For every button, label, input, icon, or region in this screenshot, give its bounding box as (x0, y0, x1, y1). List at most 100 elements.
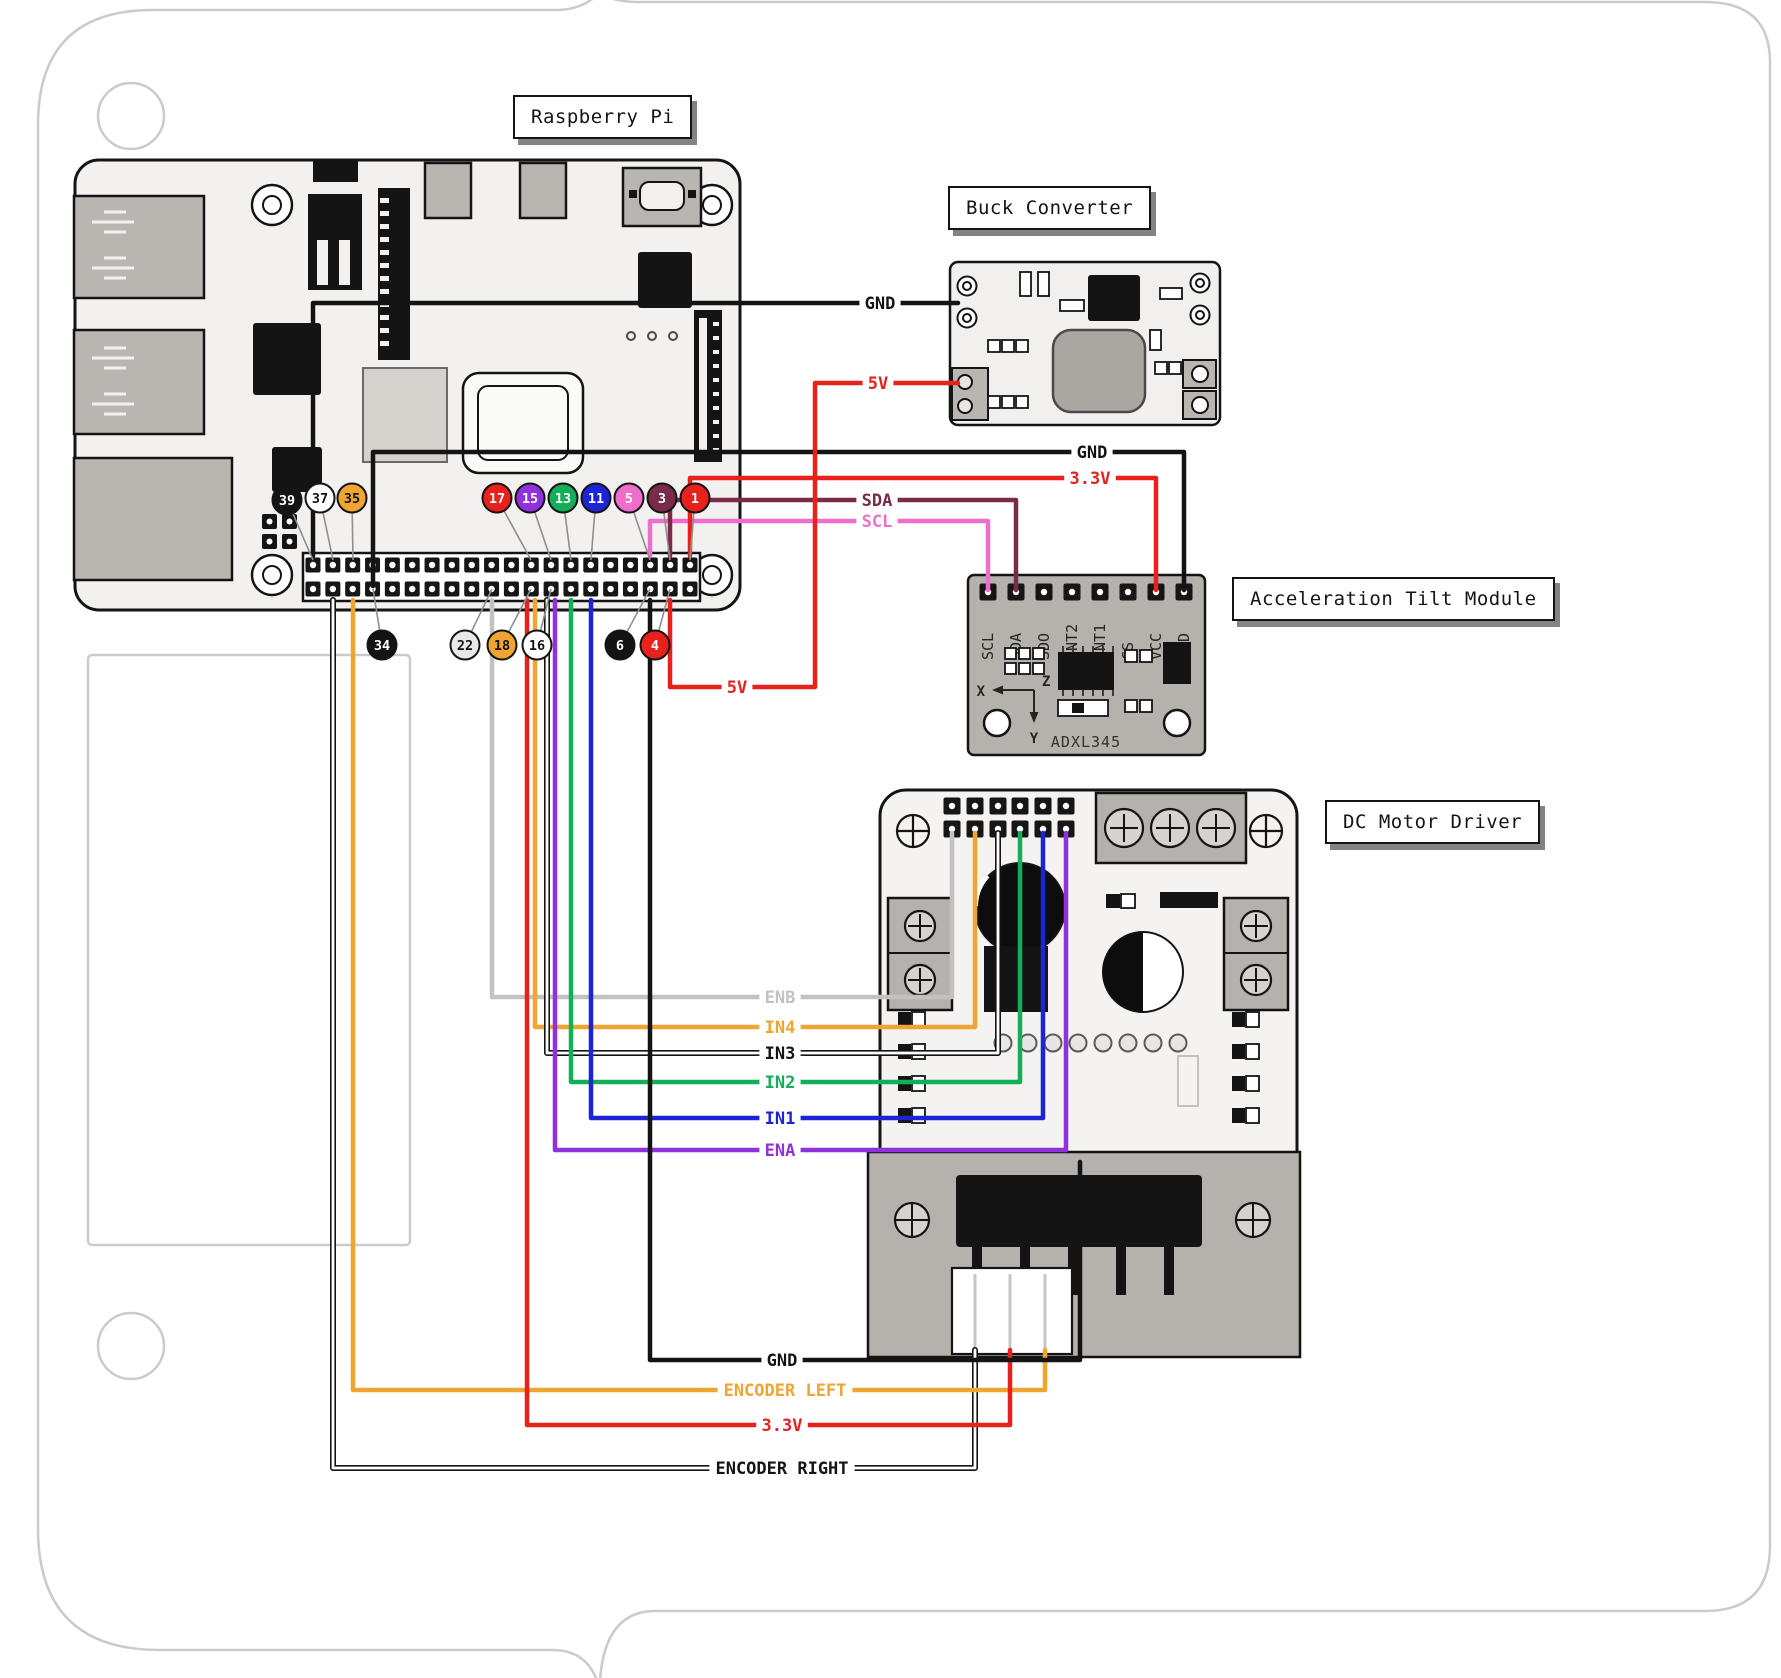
gpio-pin-hole (547, 561, 555, 569)
pi-hdmi-port-1 (423, 161, 473, 220)
pin-badge-16 (521, 629, 553, 661)
wire-label-halo (761, 1349, 803, 1371)
wire-label-halo (759, 1139, 801, 1161)
driver-pin-hole (1039, 825, 1047, 833)
pin-badge-4 (639, 629, 671, 661)
driver-motor-terminal-left (886, 896, 954, 1012)
wire-label-halo (856, 510, 898, 532)
pin-badge-22 (449, 629, 481, 661)
pin-badge-number-11: 11 (588, 491, 604, 507)
pin-badge-37 (304, 482, 336, 514)
wire-ena (552, 597, 1069, 1153)
pin-badge-number-35: 35 (344, 491, 360, 507)
gpio-pin-hole (409, 585, 416, 593)
wire-label-halo (862, 372, 894, 394)
gpio-pin-hole (666, 585, 674, 593)
gpio-pin-hole (607, 585, 614, 593)
gpio-pin-hole (607, 561, 614, 569)
tilt-module-board: SCLSDASDOINT2INT1CSVCCGND X (966, 573, 1207, 757)
wire-label-3v3-to-motor: 3.3V (762, 1416, 803, 1436)
gpio-pin-hole (528, 561, 535, 569)
pin-badge-39 (271, 484, 303, 516)
wire-label-halo (759, 1016, 801, 1038)
wire-label-halo (856, 489, 898, 511)
gpio-pin-hole (627, 585, 634, 593)
gpio-pin-hole (468, 561, 475, 569)
pin-badge-number-5: 5 (625, 491, 633, 507)
gpio-pin-hole (508, 561, 515, 569)
wire-label-halo (709, 1457, 855, 1479)
tilt-smd-parts (1004, 647, 1153, 713)
pi-soc (461, 371, 585, 475)
buck-inductor (1051, 328, 1147, 414)
gpio-pin-hole (666, 561, 674, 569)
wire-in1 (588, 597, 1046, 1121)
driver-pin-hole (948, 825, 956, 833)
pin-badge-18 (486, 629, 518, 661)
pin-badge-3 (646, 482, 678, 514)
pi-usb-port-bottom (72, 328, 206, 436)
tilt-mount-hole-right (1162, 708, 1192, 738)
buck-regulator-chip (1088, 275, 1140, 321)
raspberry-pi-board (72, 158, 742, 612)
pi-chip-small (272, 447, 322, 492)
pin-badge-1 (679, 482, 711, 514)
gpio-pin-hole (547, 585, 555, 593)
gpio-pin-hole (686, 585, 694, 593)
pin-badge-35 (336, 482, 368, 514)
buck-converter-title: Buck Converter (948, 186, 1152, 230)
gpio-pin-hole (567, 561, 575, 569)
driver-chip (984, 946, 1048, 1012)
gpio-pin-hole (389, 585, 396, 593)
tilt-pin-label: INT1 (1091, 624, 1109, 660)
wire-encoder-right-core (331, 598, 977, 1470)
tilt-pin-hole (1096, 588, 1104, 596)
gpio-pin-hole (329, 585, 337, 593)
axis-x-label: X (977, 684, 986, 700)
driver-pin-hole (948, 802, 956, 810)
buck-converter-board (948, 260, 1222, 427)
tilt-pin-hole (1068, 588, 1076, 596)
motor-driver-board (866, 788, 1302, 1359)
chassis-hole-bottom (96, 1311, 166, 1381)
wire-label-encoder-right: ENCODER RIGHT (715, 1459, 848, 1479)
gpio-pin-hole (567, 585, 575, 593)
wire-gnd-to-tilt (370, 449, 1187, 593)
pi-jumper-block (262, 514, 297, 549)
gpio-pin-hole (508, 585, 515, 593)
wire-label-gnd-to-buck: GND (865, 294, 896, 314)
pi-right-connector (694, 310, 722, 462)
pi-gpio-pins (305, 557, 698, 597)
gpio-pin-hole (468, 585, 475, 593)
wire-label-ena: ENA (765, 1141, 796, 1161)
pi-chip-usb-controller (253, 323, 321, 395)
pin-badge-number-15: 15 (522, 491, 538, 507)
buck-output-pads (1182, 359, 1217, 420)
gpio-pin-hole (428, 585, 436, 593)
gpio-pin-hole (488, 561, 495, 569)
gpio-pin-hole (349, 585, 356, 593)
wire-label-in2: IN2 (765, 1073, 796, 1093)
driver-power-terminal (1094, 791, 1248, 865)
driver-pin-hole (1062, 802, 1070, 810)
wire-label-scl: SCL (862, 512, 893, 532)
pin-badge-34 (366, 629, 398, 661)
driver-control-pins (943, 797, 1075, 838)
pi-hdmi-port-2 (518, 161, 568, 220)
pin-badge-number-39: 39 (279, 493, 295, 509)
pi-camera-connector (308, 160, 362, 290)
tilt-pin-hole (1040, 588, 1048, 596)
gpio-pin-hole (448, 561, 456, 569)
tilt-pin-header: SCLSDASDOINT2INT1CSVCCGND (979, 583, 1193, 660)
tilt-mount-hole-left (982, 708, 1012, 738)
pin-badge-number-18: 18 (494, 638, 510, 654)
chassis-outline (36, 0, 1772, 1678)
chassis-left-plate (36, 0, 598, 1678)
pin-badge-number-22: 22 (457, 638, 473, 654)
pi-status-leds (626, 331, 678, 341)
pi-ram-chip (362, 367, 448, 463)
wire-in4 (532, 597, 978, 1030)
